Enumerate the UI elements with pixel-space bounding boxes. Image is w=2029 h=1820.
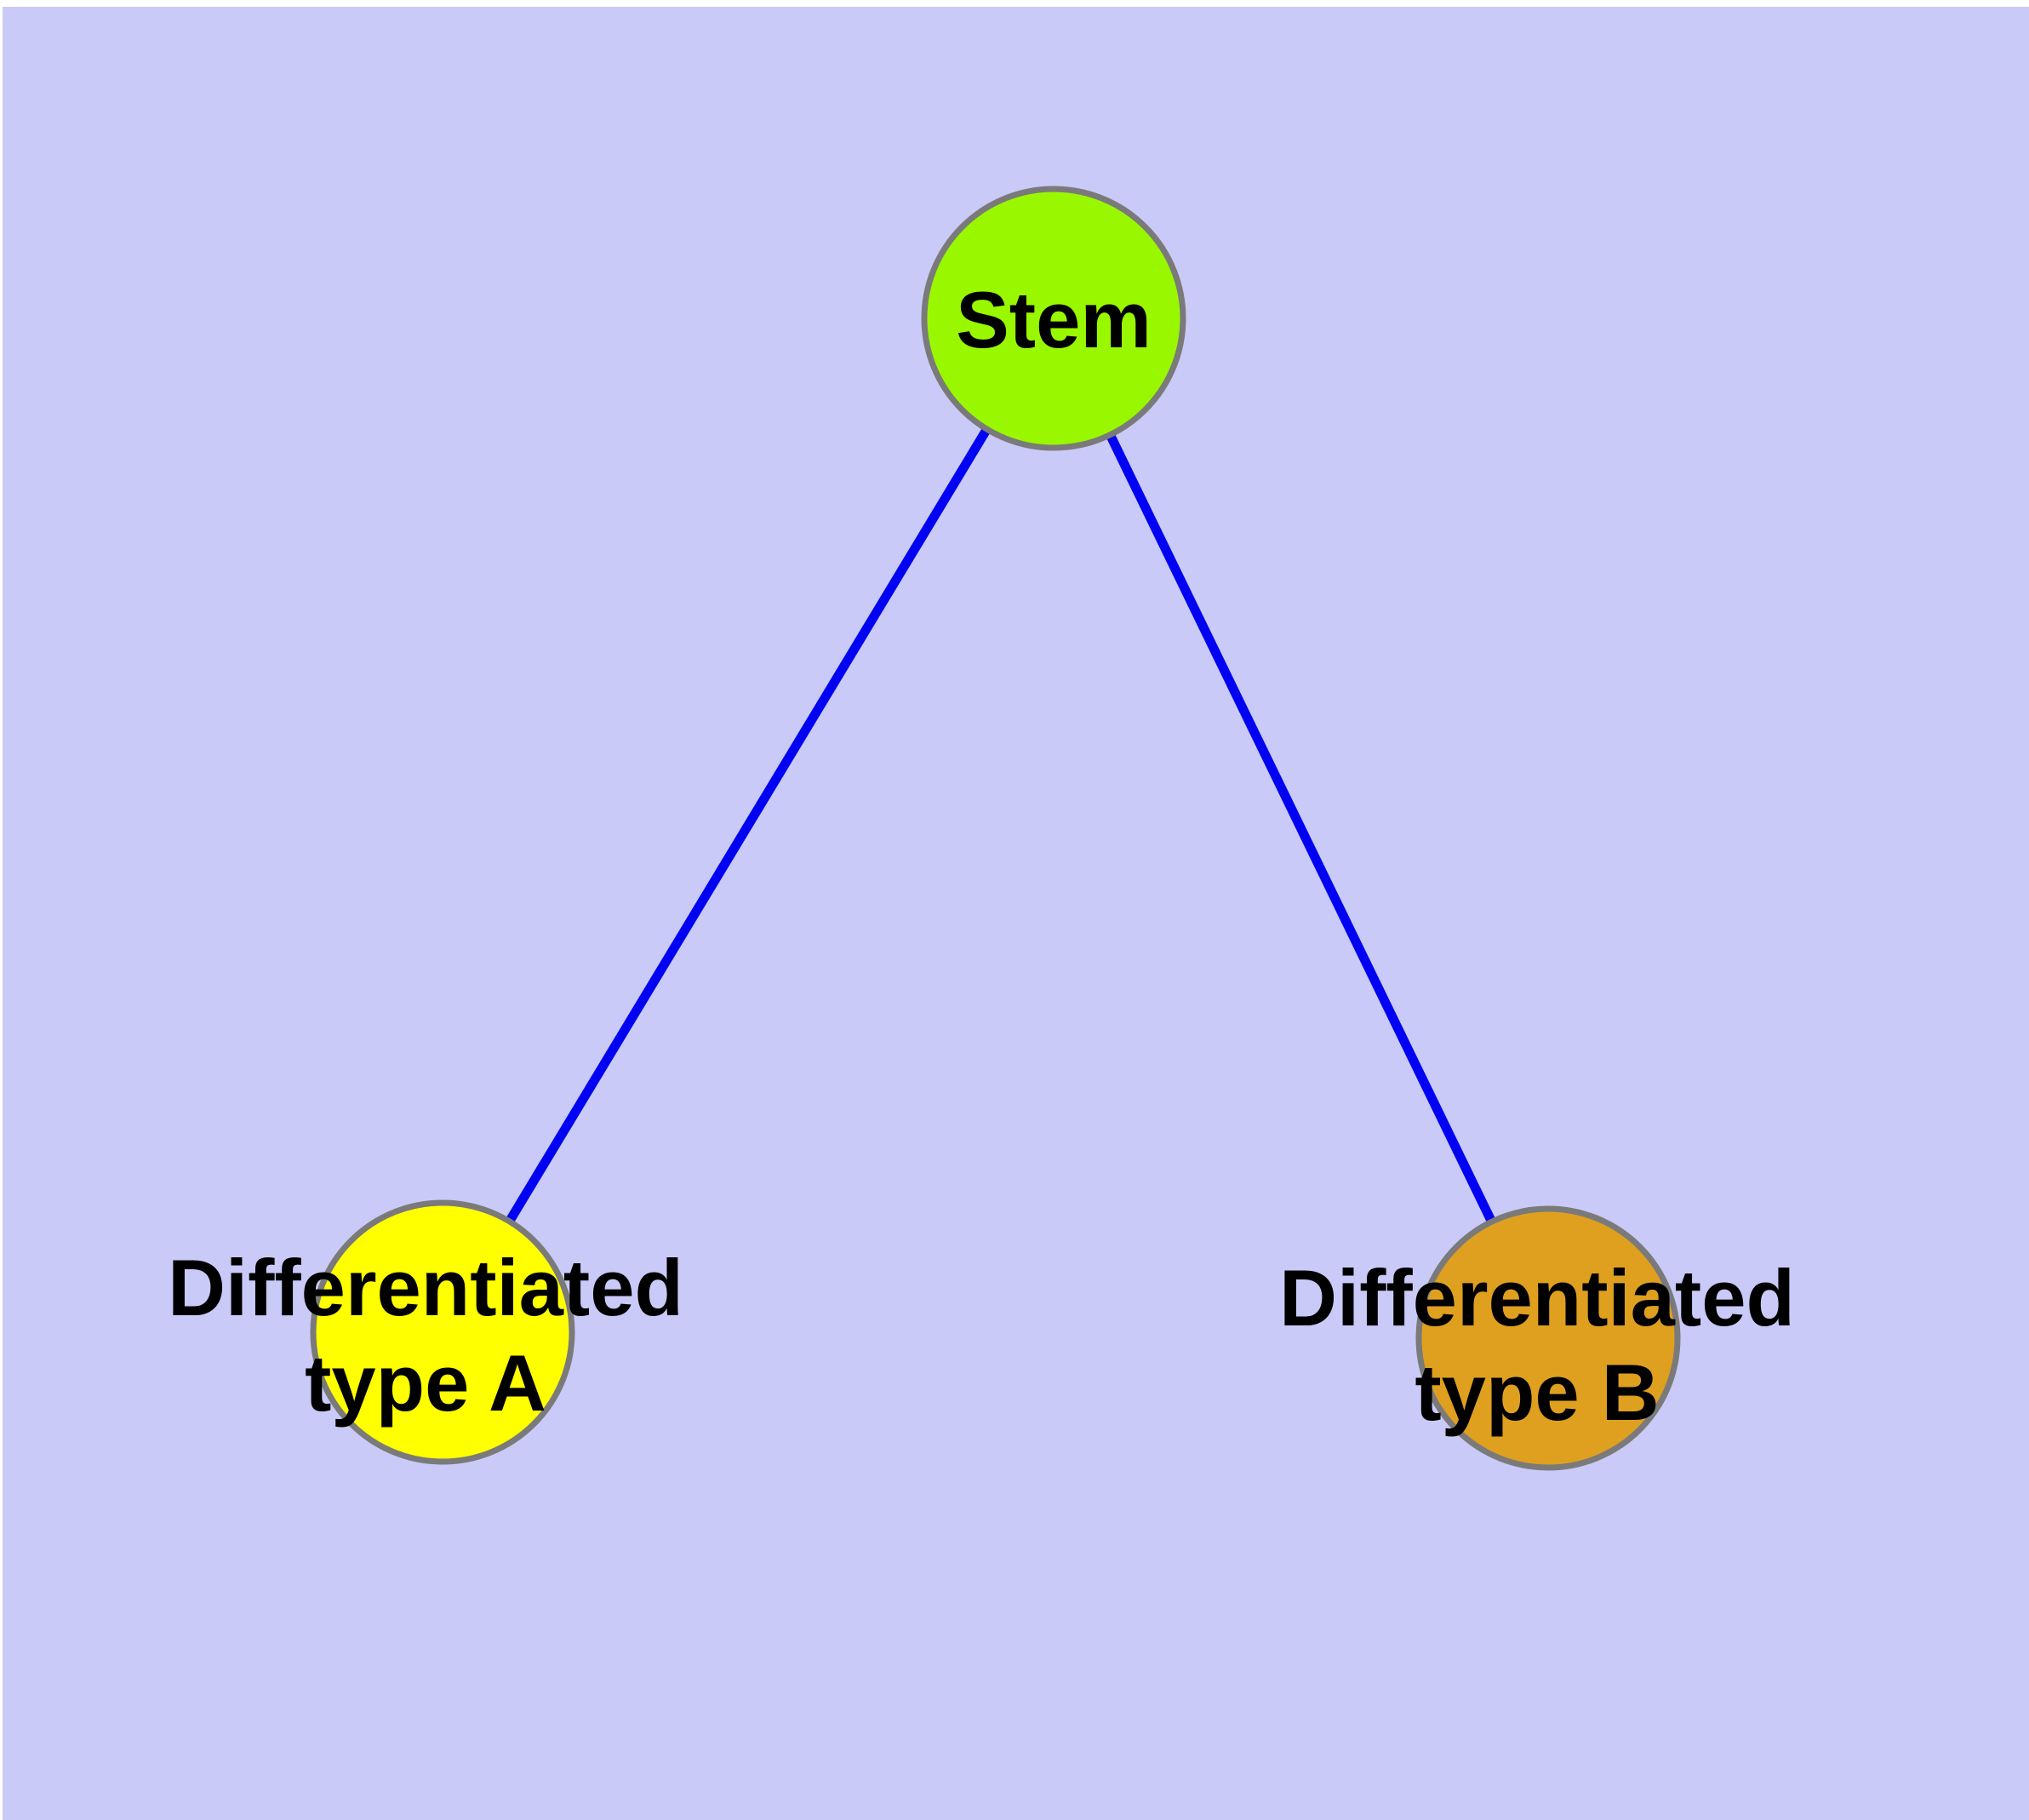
node-type-a-label-line2: type A [305,1338,546,1428]
node-differentiated-type-b[interactable] [1415,1205,1681,1471]
node-stem[interactable] [921,186,1186,451]
node-layer [310,186,1681,1471]
node-type-b-label-line2: type B [1415,1348,1659,1437]
edge-stem-to-type-a[interactable] [438,316,1058,1335]
edge-layer [438,316,1552,1341]
edge-stem-to-type-b[interactable] [1049,316,1552,1341]
node-type-a-label-line1: Differentiated [168,1243,683,1332]
node-stem-label: Stem [956,275,1152,364]
node-type-b-label-line1: Differentiated [1279,1253,1795,1342]
node-differentiated-type-a[interactable] [310,1199,575,1465]
label-layer: Stem Differentiated type A Differentiate… [168,275,1795,1437]
